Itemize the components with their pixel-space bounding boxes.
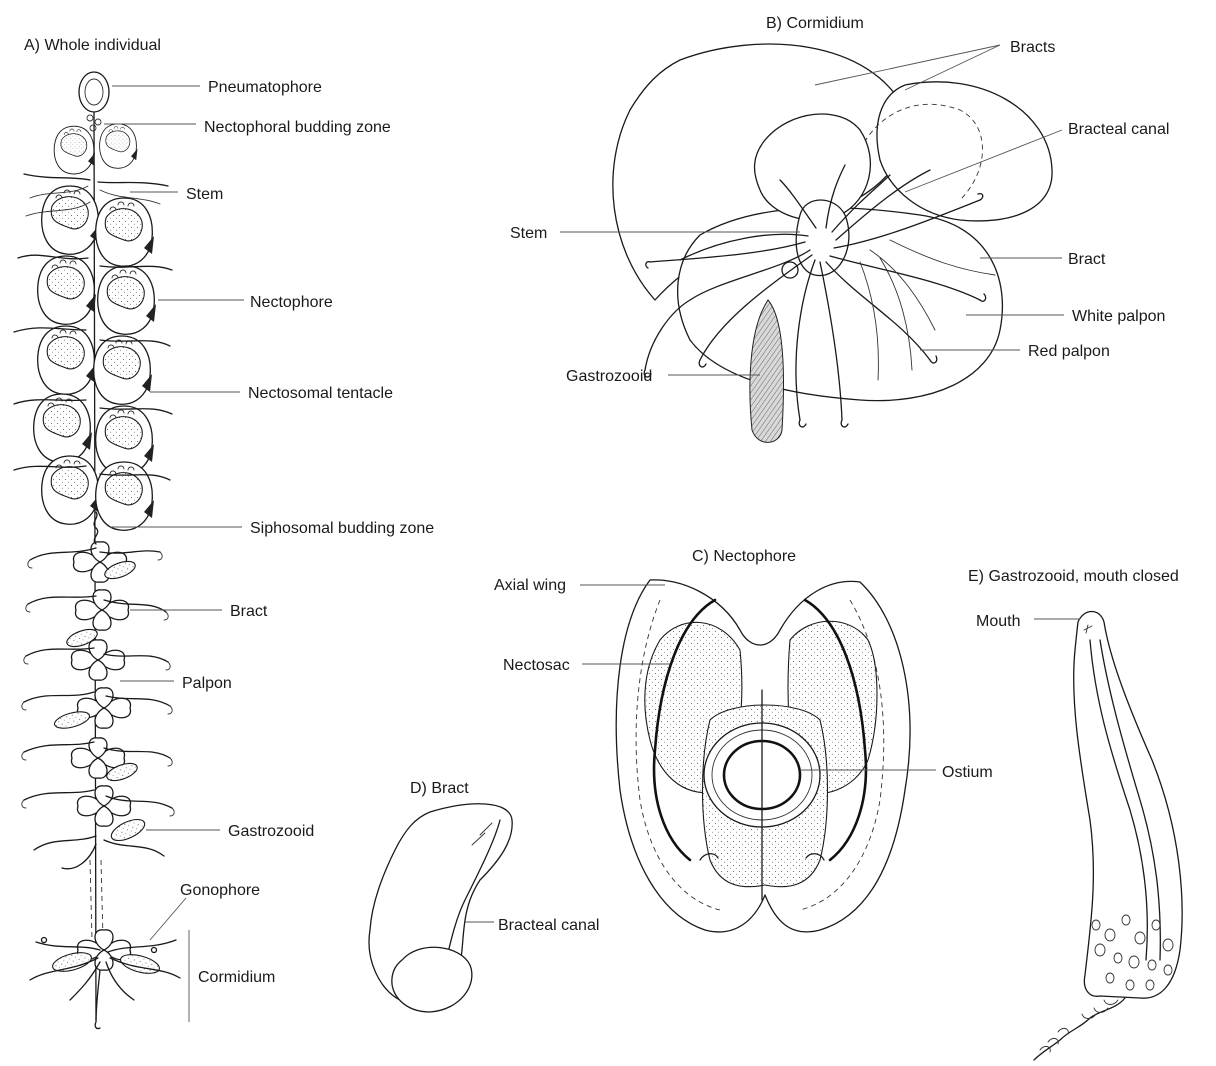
- label-nectosac: Nectosac: [503, 657, 570, 674]
- nectophore-illustration: [616, 580, 910, 932]
- panel-a-title: A) Whole individual: [24, 37, 161, 54]
- panel-e-gastrozooid: E) Gastrozooid, mouth closed Mouth: [968, 568, 1182, 1060]
- cormidium-illustration: [613, 44, 1052, 442]
- label-mouth: Mouth: [976, 613, 1020, 630]
- label-nectophore-a: Nectophore: [250, 294, 333, 311]
- label-siphosomal-budding-zone: Siphosomal budding zone: [250, 520, 434, 537]
- label-palpon-a: Palpon: [182, 675, 232, 692]
- label-ostium: Ostium: [942, 764, 993, 781]
- label-gastrozooid-b: Gastrozooid: [566, 368, 652, 385]
- label-gastrozooid-a: Gastrozooid: [228, 823, 314, 840]
- panel-a-whole-individual: A) Whole individual: [14, 37, 434, 1029]
- panel-b-title: B) Cormidium: [766, 15, 864, 32]
- label-red-palpon: Red palpon: [1028, 343, 1110, 360]
- bract-illustration: [369, 804, 512, 1012]
- label-cormidium-a: Cormidium: [198, 969, 275, 986]
- panel-d-title: D) Bract: [410, 780, 469, 797]
- label-bract-a: Bract: [230, 603, 268, 620]
- panel-c-title: C) Nectophore: [692, 548, 796, 565]
- panel-b-cormidium: B) Cormidium Brac: [510, 15, 1169, 442]
- label-white-palpon: White palpon: [1072, 308, 1165, 325]
- label-stem-a: Stem: [186, 186, 223, 203]
- panel-c-nectophore: C) Nectophore Axial wing Nectosac Ostium: [494, 548, 993, 932]
- gastrozooid-illustration: [1034, 612, 1182, 1061]
- label-nectophoral-budding-zone: Nectophoral budding zone: [204, 119, 391, 136]
- panel-d-bract: D) Bract Bracteal canal: [369, 780, 599, 1012]
- label-stem-b: Stem: [510, 225, 547, 242]
- colony-illustration: [14, 72, 180, 1029]
- label-axial-wing: Axial wing: [494, 577, 566, 594]
- label-bracteal-canal-d: Bracteal canal: [498, 917, 599, 934]
- label-bracts: Bracts: [1010, 39, 1055, 56]
- label-nectosomal-tentacle: Nectosomal tentacle: [248, 385, 393, 402]
- label-gonophore: Gonophore: [180, 882, 260, 899]
- panel-e-title: E) Gastrozooid, mouth closed: [968, 568, 1179, 585]
- label-bracteal-canal-b: Bracteal canal: [1068, 121, 1169, 138]
- label-bract-b: Bract: [1068, 251, 1106, 268]
- label-pneumatophore: Pneumatophore: [208, 79, 322, 96]
